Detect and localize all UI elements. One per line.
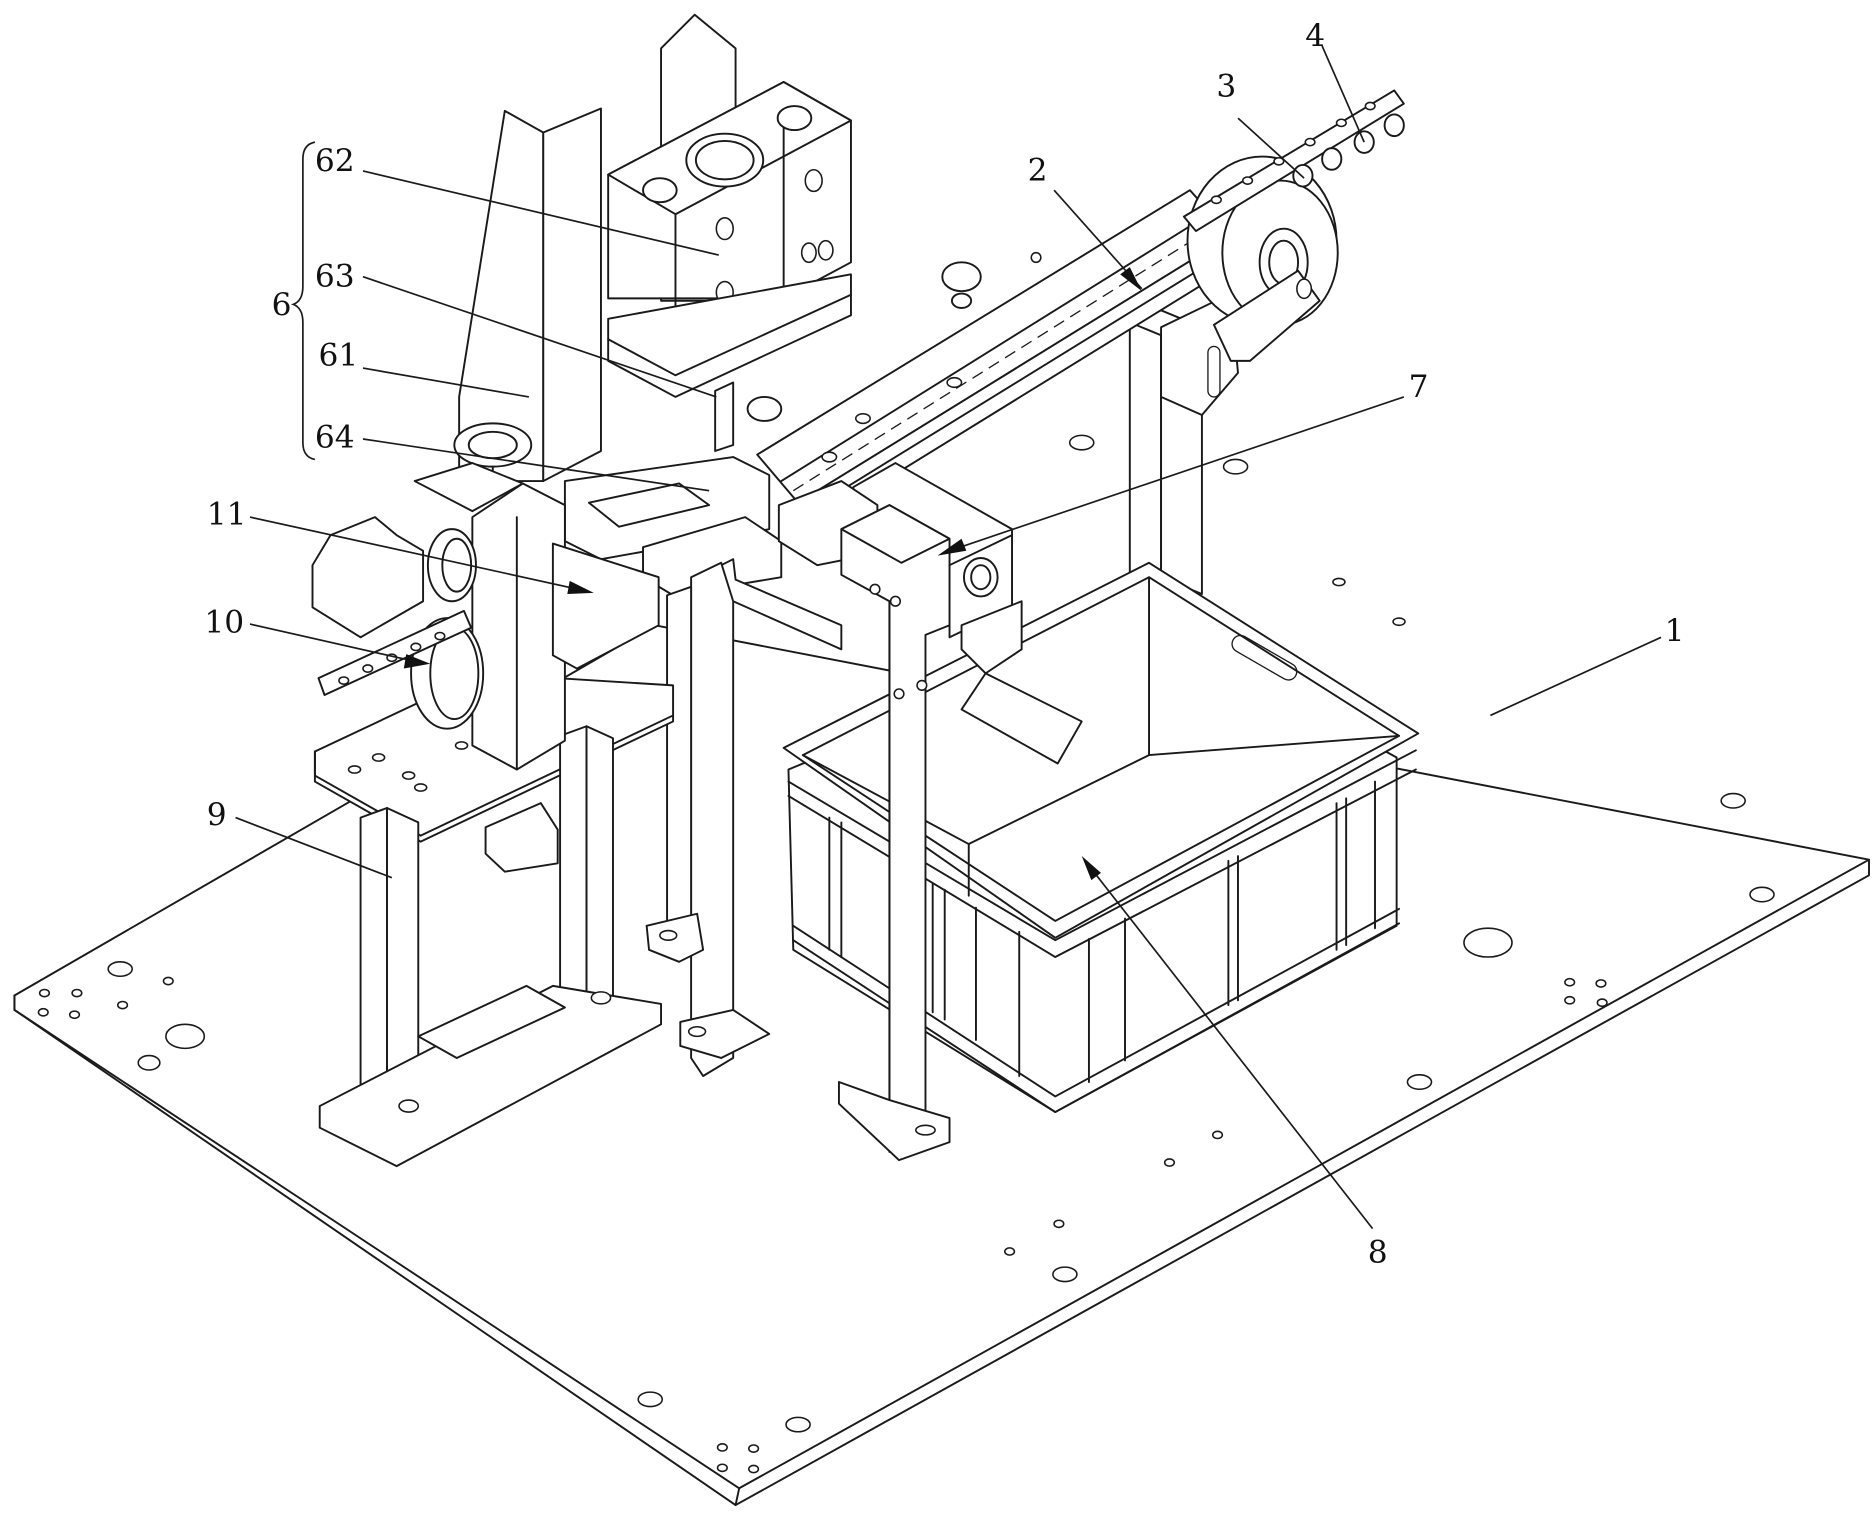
label-64: 64	[315, 419, 355, 455]
label-63: 63	[315, 258, 355, 294]
pin	[1385, 114, 1404, 136]
label-10: 10	[204, 605, 244, 641]
label-11: 11	[207, 496, 247, 532]
label-62: 62	[315, 143, 355, 179]
pin	[1322, 148, 1341, 170]
label-6: 6	[272, 287, 292, 323]
label-4: 4	[1305, 18, 1325, 54]
leader-10	[250, 624, 415, 661]
group-bracket-6	[293, 142, 315, 459]
label-8: 8	[1368, 1234, 1388, 1270]
label-61: 61	[319, 338, 359, 374]
pin	[1293, 165, 1312, 187]
label-7: 7	[1409, 369, 1429, 405]
leader-1	[1490, 637, 1661, 715]
label-1: 1	[1665, 613, 1685, 649]
label-2: 2	[1028, 153, 1048, 189]
label-9: 9	[207, 797, 227, 833]
label-3: 3	[1216, 68, 1236, 104]
